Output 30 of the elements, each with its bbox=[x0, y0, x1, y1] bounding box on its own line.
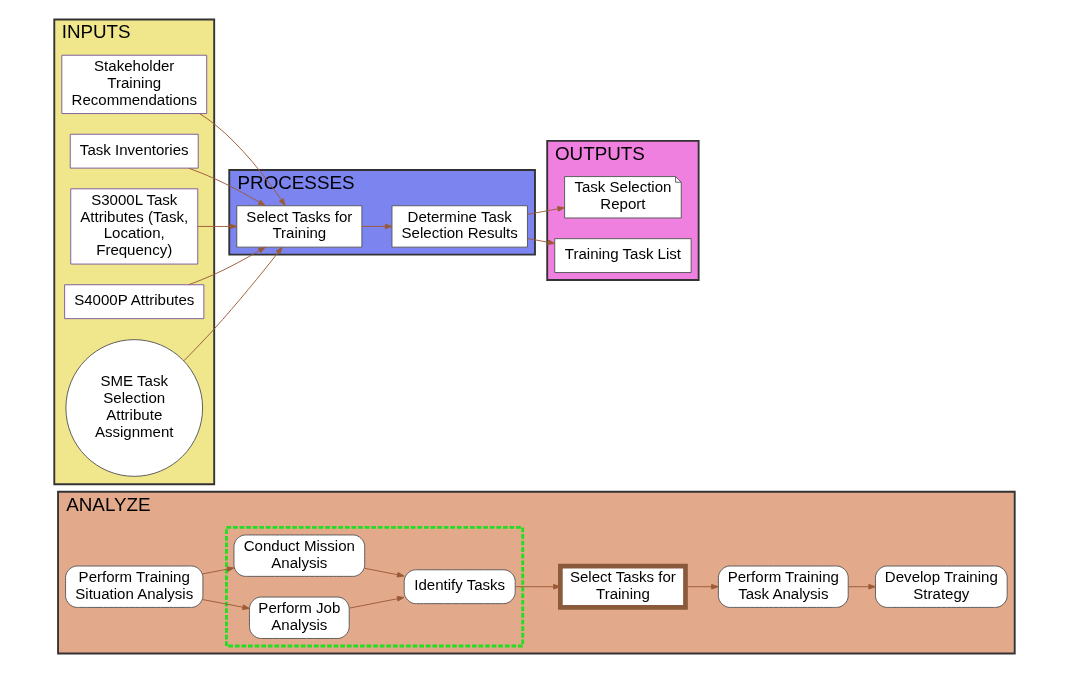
arrow bbox=[183, 246, 283, 362]
arrow bbox=[187, 246, 266, 286]
node-box: S4000P Attributes bbox=[63, 284, 204, 320]
node-box: Perform Training Situation Analysis bbox=[64, 565, 203, 608]
arrow bbox=[348, 595, 404, 609]
arrow bbox=[526, 238, 555, 245]
node-box: Training Task List bbox=[553, 238, 692, 273]
node-box: Perform Training Task Analysis bbox=[717, 565, 849, 608]
node-box: Develop Training Strategy bbox=[874, 565, 1008, 608]
node-box: S3000L Task Attributes (Task, Location, Frequency) bbox=[69, 188, 198, 265]
node-box: Select Tasks for Training bbox=[557, 563, 688, 610]
node-box: Determine Task Selection Results bbox=[391, 205, 528, 248]
arrow bbox=[526, 206, 565, 215]
node-box: Perform Job Analysis bbox=[248, 596, 350, 639]
arrow bbox=[202, 599, 250, 610]
node-box: Conduct Mission Analysis bbox=[233, 534, 365, 577]
arrow bbox=[361, 223, 392, 230]
node-box: Select Tasks for Training bbox=[235, 205, 362, 248]
arrow bbox=[198, 113, 285, 206]
node-circle: SME Task Selection Attribute Assignment bbox=[64, 339, 203, 477]
node-box: Identify Tasks bbox=[403, 569, 516, 605]
arrow bbox=[363, 567, 404, 578]
arrow bbox=[202, 566, 234, 575]
arrow bbox=[514, 583, 561, 590]
arrow bbox=[196, 223, 237, 230]
arrow bbox=[187, 167, 266, 207]
arrow bbox=[684, 583, 719, 590]
arrow bbox=[847, 583, 876, 590]
node-box: Stakeholder Training Recommendations bbox=[60, 54, 207, 115]
node-box: Task Inventories bbox=[69, 133, 199, 169]
